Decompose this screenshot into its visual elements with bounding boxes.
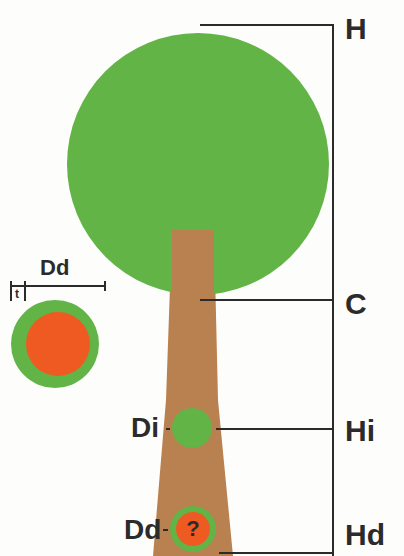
trunk-top <box>172 230 214 302</box>
dimension-lines <box>11 25 334 556</box>
inner-diameter-label: Di <box>131 413 159 444</box>
wood-core <box>176 512 210 546</box>
thickness-label: t <box>15 288 19 301</box>
section-wood <box>26 312 90 376</box>
diameter-label: Dd <box>124 515 161 546</box>
diameter-label: Dd <box>40 256 69 280</box>
inner-diameter-circle <box>172 408 212 448</box>
unknown-diameter-circle: ? <box>170 506 216 552</box>
question-mark: ? <box>186 518 199 540</box>
section-bark <box>11 300 99 388</box>
measure-height-label: Hd <box>345 518 385 551</box>
height-label: H <box>345 12 367 45</box>
bark-ring <box>170 506 216 552</box>
inner-height-label: Hi <box>345 414 375 447</box>
crown-base-label: C <box>345 287 367 320</box>
